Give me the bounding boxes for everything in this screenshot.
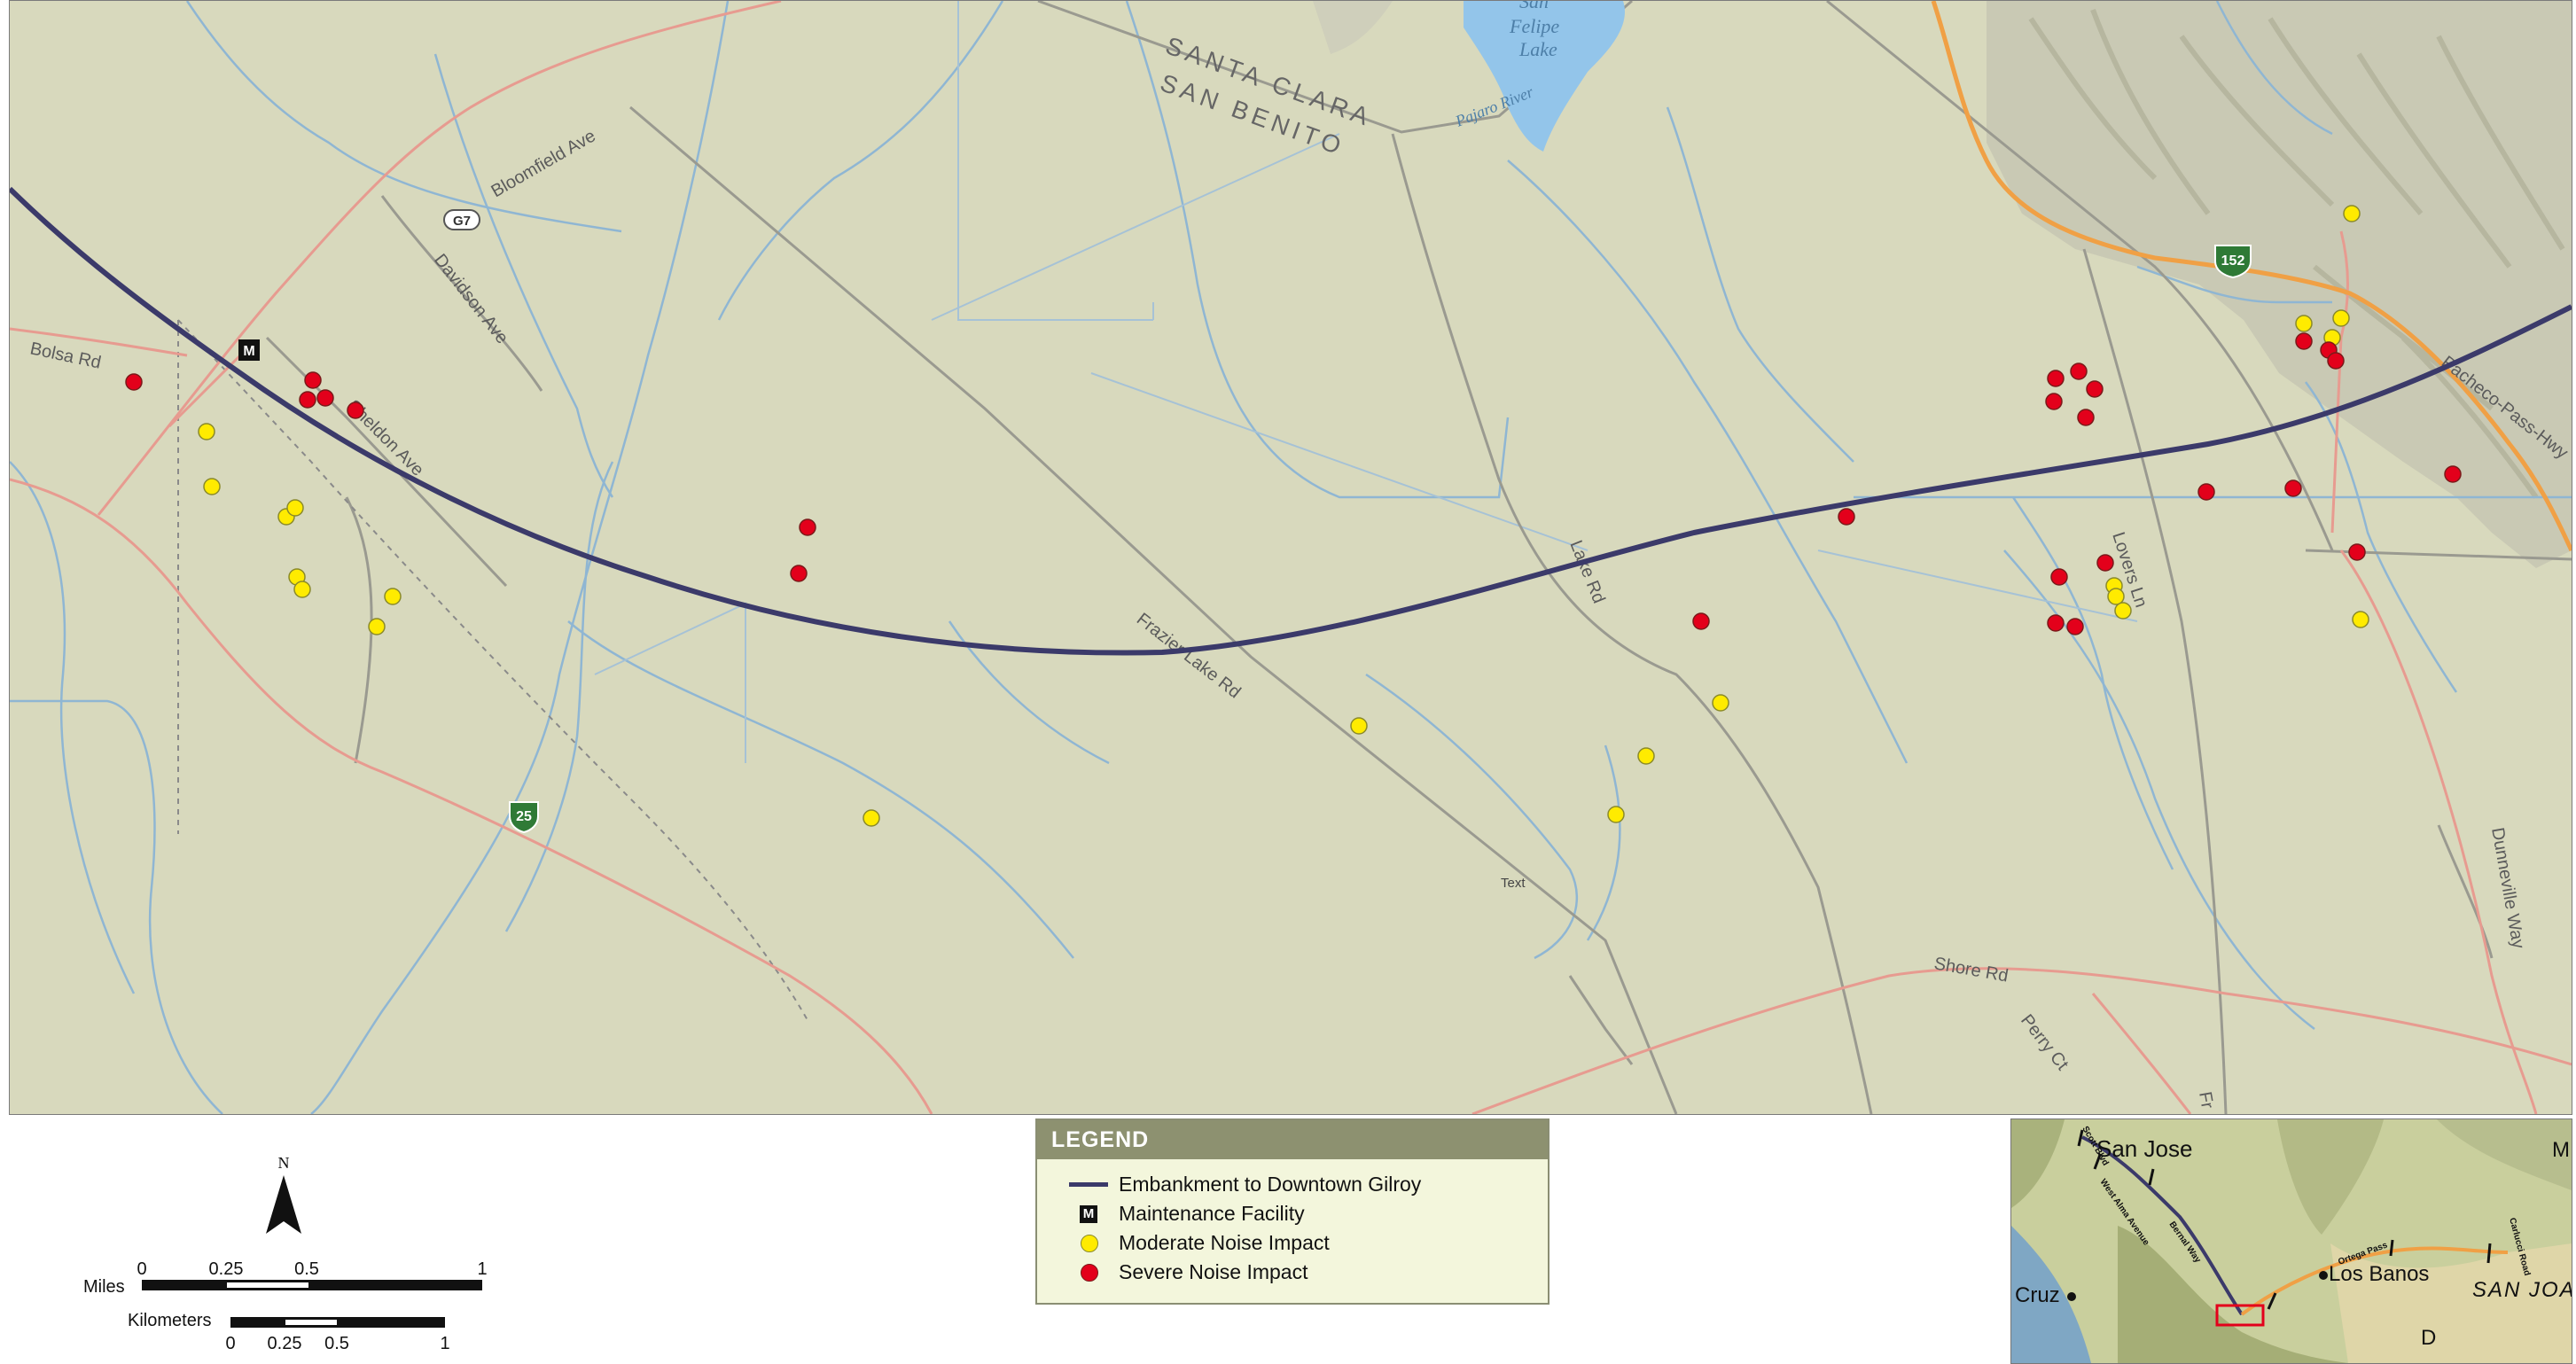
severe-noise-point[interactable] (316, 389, 334, 407)
grey-roads (265, 1, 2572, 1114)
legend-item-moderate: Moderate Noise Impact (1069, 1228, 1548, 1258)
water-label-san: San (1519, 1, 1549, 12)
moderate-noise-point[interactable] (863, 809, 880, 827)
moderate-noise-point[interactable] (1350, 717, 1368, 735)
alignment-line-icon (1069, 1182, 1108, 1187)
inset-label-cruz: Cruz (2015, 1283, 2060, 1307)
moderate-dot-icon (1081, 1234, 1098, 1252)
irrigation-lines (594, 1, 2138, 763)
legend-item-label: Maintenance Facility (1119, 1202, 1305, 1225)
inset-label-san-jose: San Jose (2096, 1135, 2192, 1162)
legend-item-embankment: Embankment to Downtown Gilroy (1069, 1170, 1548, 1199)
severe-noise-point[interactable] (2066, 618, 2084, 635)
moderate-noise-point[interactable] (2114, 602, 2132, 620)
km-tick-0: 0 (225, 1334, 235, 1353)
moderate-noise-point[interactable] (2295, 315, 2313, 332)
shield-152: 152 (2214, 245, 2252, 279)
moderate-noise-point[interactable] (368, 618, 386, 635)
maintenance-facility-icon: M (1080, 1204, 1097, 1223)
main-map[interactable]: Bolsa Rd Bloomfield Ave Davidson Ave She… (9, 0, 2572, 1115)
moderate-noise-point[interactable] (2107, 588, 2125, 605)
km-tick-025: 0.25 (268, 1334, 302, 1353)
railroad (177, 319, 808, 1021)
moderate-noise-point[interactable] (286, 499, 304, 517)
moderate-noise-point[interactable] (1712, 694, 1729, 712)
shield-g7: G7 (443, 209, 480, 230)
shield-152-text: 152 (2221, 253, 2245, 269)
severe-noise-point[interactable] (2096, 554, 2114, 572)
severe-dot-icon (1081, 1263, 1098, 1282)
legend-panel: LEGEND Embankment to Downtown Gilroy M M… (1035, 1118, 1550, 1305)
locator-inset-map[interactable]: San Jose Cruz Los Banos SAN JOA M D West… (2010, 1118, 2572, 1364)
noise-impact-points (125, 205, 2462, 827)
severe-noise-point[interactable] (2348, 543, 2366, 561)
placeholder-text: Text (1501, 876, 1526, 891)
legend-item-label: Embankment to Downtown Gilroy (1119, 1173, 1422, 1196)
north-label: N (278, 1154, 290, 1172)
severe-noise-point[interactable] (1838, 508, 1855, 526)
legend-item-label: Moderate Noise Impact (1119, 1231, 1330, 1254)
moderate-noise-point[interactable] (2352, 611, 2369, 628)
water-label-felipe: Felipe (1509, 15, 1559, 37)
severe-noise-point[interactable] (2050, 568, 2068, 586)
miles-tick-1: 1 (477, 1259, 487, 1279)
moderate-noise-point[interactable] (2343, 205, 2361, 222)
severe-noise-point[interactable] (299, 391, 316, 409)
shield-g7-text: G7 (453, 214, 471, 229)
moderate-noise-point[interactable] (1607, 806, 1625, 823)
maintenance-facility-text: M (243, 344, 254, 359)
severe-noise-point[interactable] (2327, 352, 2345, 370)
km-tick-1: 1 (440, 1334, 449, 1353)
moderate-noise-point[interactable] (198, 423, 215, 440)
severe-noise-point[interactable] (2086, 380, 2104, 398)
severe-noise-point[interactable] (2070, 362, 2088, 380)
km-label: Kilometers (128, 1311, 211, 1330)
embankment-alignment-line (10, 186, 2572, 656)
shield-25: 25 (509, 801, 539, 834)
severe-noise-point[interactable] (2047, 370, 2065, 387)
label-fr-partial: Fr (2195, 1090, 2217, 1111)
inset-label-san-joaquin: SAN JOA (2472, 1278, 2572, 1302)
severe-noise-point[interactable] (2047, 614, 2065, 632)
km-tick-05: 0.5 (324, 1334, 349, 1353)
shield-25-text: 25 (516, 809, 532, 824)
km-bar (230, 1317, 445, 1328)
inset-label-los-banos: Los Banos (2329, 1262, 2429, 1286)
miles-tick-025: 0.25 (209, 1259, 244, 1279)
moderate-noise-point[interactable] (293, 581, 311, 598)
water-label-lake: Lake (1518, 38, 1557, 60)
local-roads (10, 1, 2572, 1114)
inset-label-m: M (2552, 1138, 2570, 1162)
miles-bar (142, 1280, 482, 1290)
legend-item-maintenance: M Maintenance Facility (1069, 1199, 1548, 1228)
north-arrow-icon: N (266, 1154, 301, 1234)
inset-label-d: D (2421, 1326, 2436, 1350)
severe-noise-point[interactable] (2295, 332, 2313, 350)
legend-item-severe: Severe Noise Impact (1069, 1258, 1548, 1287)
moderate-noise-point[interactable] (1637, 747, 1655, 765)
severe-noise-point[interactable] (347, 401, 364, 419)
miles-label: Miles (83, 1277, 125, 1297)
severe-noise-point[interactable] (2444, 465, 2462, 483)
hills-terrain (1313, 1, 2572, 568)
legend-item-label: Severe Noise Impact (1119, 1260, 1308, 1283)
severe-noise-point[interactable] (2077, 409, 2095, 426)
legend-title: LEGEND (1037, 1120, 1548, 1159)
miles-tick-05: 0.5 (294, 1259, 319, 1279)
scale-bar: N 0 0.25 0.5 1 Miles Kilometers 0 0.25 0… (80, 1143, 541, 1356)
moderate-noise-point[interactable] (203, 478, 221, 495)
severe-noise-point[interactable] (2284, 479, 2302, 497)
severe-noise-point[interactable] (1692, 612, 1710, 630)
severe-noise-point[interactable] (2045, 393, 2063, 410)
severe-noise-point[interactable] (790, 565, 808, 582)
moderate-noise-point[interactable] (384, 588, 402, 605)
san-felipe-lake (1464, 1, 1625, 152)
severe-noise-point[interactable] (799, 518, 816, 536)
miles-tick-0: 0 (137, 1259, 146, 1279)
maintenance-facility-icon[interactable]: M (238, 339, 260, 361)
severe-noise-point[interactable] (2197, 483, 2215, 501)
severe-noise-point[interactable] (304, 371, 322, 389)
moderate-noise-point[interactable] (2332, 309, 2350, 327)
severe-noise-point[interactable] (125, 373, 143, 391)
